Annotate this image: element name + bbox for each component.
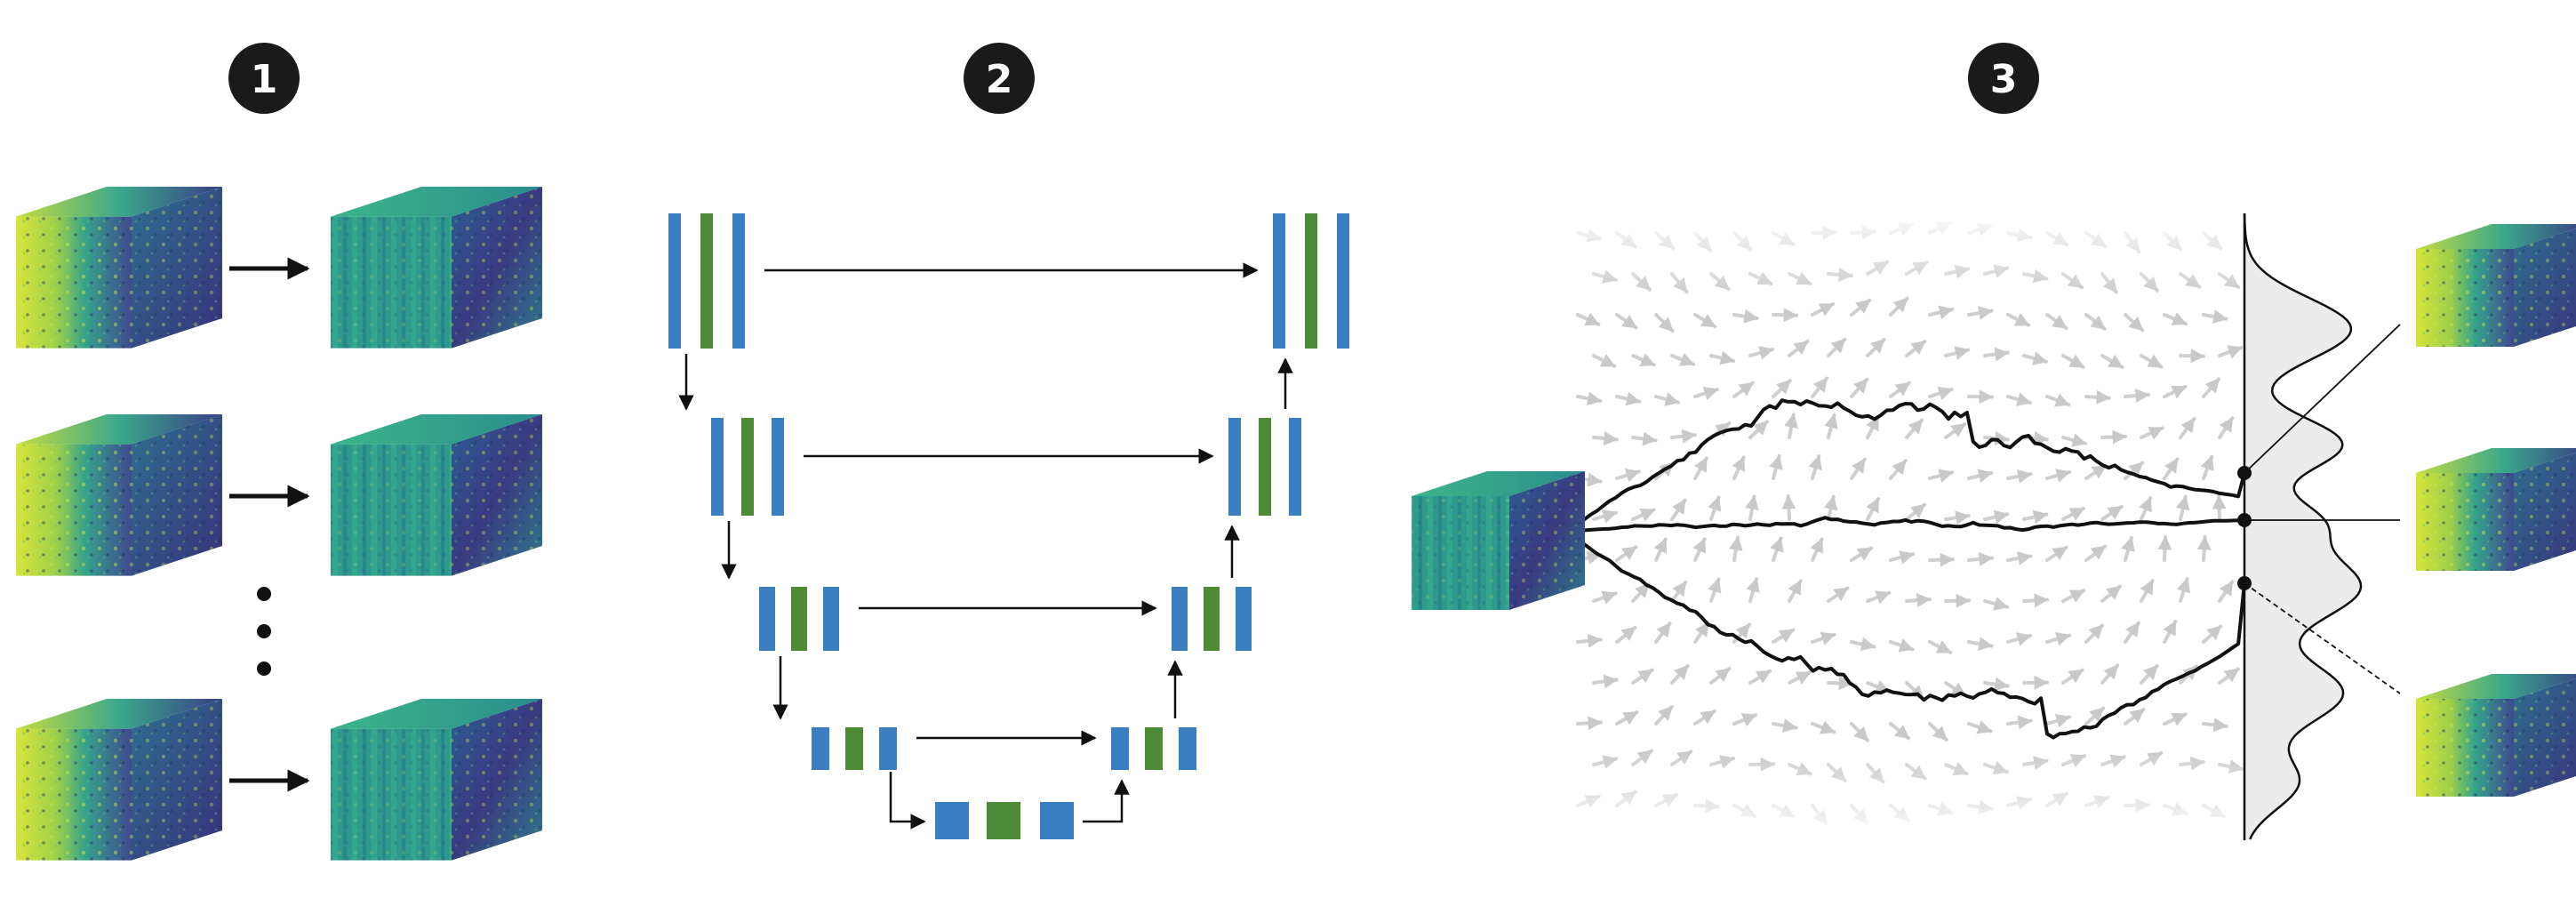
source-volume-3 xyxy=(16,699,222,861)
stage3-volumes xyxy=(1412,224,2576,797)
encoder-block-3-bar-1 xyxy=(759,587,775,651)
output-sample-3 xyxy=(2416,674,2576,797)
decoder-block-1 xyxy=(1273,213,1349,349)
decoder-block-2-bar-2 xyxy=(1259,418,1271,516)
decoder-block-3-bar-1 xyxy=(1172,587,1188,651)
bottleneck-out-arrow xyxy=(1083,779,1130,823)
step-badge-1: 1 xyxy=(228,43,300,114)
endpoint-mid xyxy=(2237,513,2252,527)
target-volume-1 xyxy=(331,187,542,349)
step-badge-3: 3 xyxy=(1968,43,2039,114)
source-volume-2 xyxy=(16,414,222,576)
decoder-block-3-bar-2 xyxy=(1204,587,1220,651)
encoder-block-1-bar-2 xyxy=(700,213,713,349)
trajectory-2 xyxy=(1565,516,2245,533)
bottleneck-bar-2 xyxy=(987,802,1020,839)
step-badge-2: 2 xyxy=(964,43,1035,114)
decoder-block-1-bar-2 xyxy=(1305,213,1317,349)
decoder-block-4-bar-2 xyxy=(1145,727,1163,770)
bottleneck-block xyxy=(935,802,1074,839)
encoder-block-3 xyxy=(759,587,839,651)
step-number-1: 1 xyxy=(251,57,278,102)
ellipsis-dot xyxy=(257,661,271,676)
trajectories xyxy=(1564,398,2246,740)
decoder-block-3-bar-3 xyxy=(1236,587,1252,651)
decoder-block-1-bar-1 xyxy=(1273,213,1285,349)
step-number-3: 3 xyxy=(1990,57,2018,102)
encoder-block-2-bar-1 xyxy=(711,418,724,516)
stage2-unet xyxy=(668,213,1349,839)
connector-top xyxy=(2244,324,2401,474)
encoder-block-2-bar-3 xyxy=(772,418,784,516)
encoder-block-4-bar-1 xyxy=(812,727,829,770)
connector-bottom xyxy=(2244,582,2401,694)
source-volume-1 xyxy=(16,187,222,349)
density-plot xyxy=(2243,212,2363,840)
endpoint-bottom xyxy=(2237,576,2252,590)
input-volume xyxy=(1412,471,1585,610)
decoder-block-2-bar-1 xyxy=(1228,418,1241,516)
encoder-block-2-bar-2 xyxy=(741,418,754,516)
decoder-block-4-bar-1 xyxy=(1111,727,1129,770)
encoder-block-2 xyxy=(711,418,784,516)
target-volume-2 xyxy=(331,414,542,576)
output-sample-2 xyxy=(2416,448,2576,571)
trajectory-3 xyxy=(1564,530,2246,740)
encoder-block-4-bar-2 xyxy=(845,727,863,770)
decoder-block-2 xyxy=(1228,418,1301,516)
decoder-block-4-bar-3 xyxy=(1179,727,1196,770)
bottleneck-bar-3 xyxy=(1040,802,1074,839)
ellipsis-dot xyxy=(257,587,271,601)
encoder-block-1 xyxy=(668,213,745,349)
trajectory-1 xyxy=(1564,398,2246,533)
target-volume-3 xyxy=(331,699,542,861)
decoder-block-4 xyxy=(1111,727,1196,770)
encoder-block-1-bar-1 xyxy=(668,213,681,349)
bottleneck-in-arrow xyxy=(889,772,926,830)
encoder-block-1-bar-3 xyxy=(732,213,745,349)
encoder-block-3-bar-2 xyxy=(791,587,807,651)
stage1-pairs xyxy=(16,187,542,861)
output-sample-1 xyxy=(2416,224,2576,347)
encoder-block-3-bar-3 xyxy=(823,587,839,651)
endpoint-top xyxy=(2237,466,2252,480)
encoder-block-4 xyxy=(812,727,897,770)
step-number-2: 2 xyxy=(986,57,1013,102)
stage3-sde xyxy=(1412,204,2576,845)
decoder-block-3 xyxy=(1172,587,1252,651)
decoder-block-1-bar-3 xyxy=(1337,213,1349,349)
decoder-block-2-bar-3 xyxy=(1289,418,1301,516)
bottleneck-bar-1 xyxy=(935,802,969,839)
encoder-block-4-bar-3 xyxy=(879,727,897,770)
ellipsis-dot xyxy=(257,624,271,638)
